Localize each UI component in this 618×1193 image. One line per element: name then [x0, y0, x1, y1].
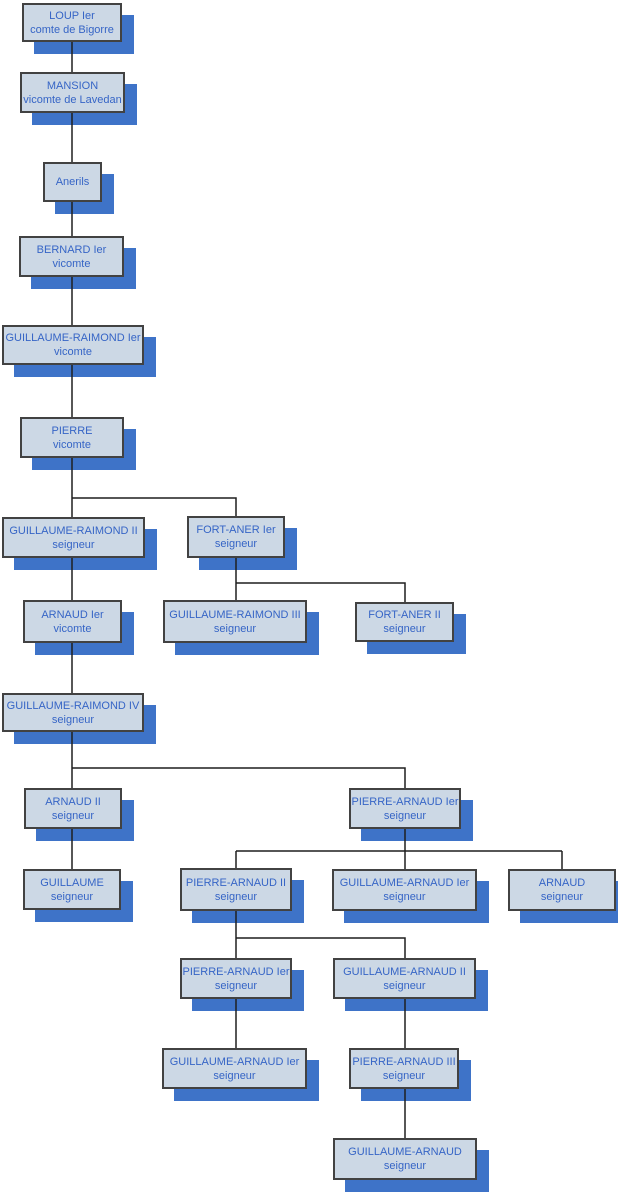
node-title: vicomte — [54, 346, 92, 358]
node-name: PIERRE-ARNAUD Ier — [351, 795, 459, 808]
connector-line — [72, 497, 237, 516]
node-title: seigneur — [383, 623, 426, 635]
node-title: comte de Bigorre — [30, 23, 114, 36]
node-title: seigneur — [52, 538, 95, 551]
node-name: GUILLAUME-ARNAUD — [348, 1146, 462, 1158]
node-name: GUILLAUME-ARNAUD II — [343, 965, 466, 978]
node-name: Anerils — [55, 176, 90, 188]
node-title: seigneur — [50, 890, 94, 903]
tree-node-guillaume-arnaud-1: GUILLAUME-ARNAUD Ier seigneur — [332, 869, 477, 911]
node-name: GUILLAUME-RAIMOND III — [169, 608, 301, 621]
node-title: vicomte — [53, 622, 92, 635]
node-name: ARNAUD Ier — [41, 608, 104, 621]
node-name: PIERRE-ARNAUD Ier — [182, 965, 290, 978]
node-name: PIERRE — [51, 424, 93, 437]
node-title: seigneur — [214, 979, 258, 992]
connector-line — [236, 582, 406, 602]
node-title: seigneur — [383, 1160, 427, 1172]
node-title: seigneur — [383, 809, 427, 822]
node-title: seigneur — [540, 891, 584, 903]
node-title: seigneur — [51, 713, 95, 726]
node-name: ARNAUD II — [45, 795, 101, 808]
node-name: GUILLAUME-RAIMOND IV — [6, 699, 140, 712]
node-title: seigneur — [213, 622, 257, 635]
node-name: MANSION — [46, 79, 99, 92]
node-title: seigneur — [383, 979, 426, 992]
node-title: vicomte de Lavedan — [23, 93, 122, 106]
tree-node-fort-aner-2: FORT-ANER II seigneur — [355, 602, 454, 642]
node-title: seigneur — [383, 891, 426, 903]
node-name: GUILLAUME-ARNAUD Ier — [339, 877, 470, 889]
connector-line — [72, 767, 406, 788]
node-name: PIERRE-ARNAUD II — [185, 876, 287, 889]
node-name: LOUP Ier — [49, 9, 95, 22]
node-title: vicomte — [53, 438, 91, 451]
node-name: GUILLAUME — [40, 876, 104, 889]
connector-line — [236, 937, 406, 958]
node-name: BERNARD Ier — [36, 243, 107, 256]
node-name: GUILLAUME-RAIMOND Ier — [5, 332, 141, 344]
tree-node-anerils: Anerils — [43, 162, 102, 202]
node-title: seigneur — [214, 890, 258, 903]
node-name: PIERRE-ARNAUD III — [352, 1055, 456, 1068]
tree-node-arnaud: ARNAUD seigneur — [508, 869, 616, 911]
node-title: seigneur — [51, 809, 95, 822]
node-title: seigneur — [213, 1069, 256, 1082]
tree-node-guillaume-raimond-1: GUILLAUME-RAIMOND Ier vicomte — [2, 325, 144, 365]
node-name: FORT-ANER II — [368, 609, 441, 621]
tree-node-guillaume-arnaud: GUILLAUME-ARNAUD seigneur — [333, 1138, 477, 1180]
node-title: seigneur — [214, 538, 258, 550]
node-name: GUILLAUME-ARNAUD Ier — [169, 1055, 300, 1068]
node-title: vicomte — [52, 257, 91, 270]
tree-node-fort-aner-1: FORT-ANER Ier seigneur — [187, 516, 285, 558]
node-name: GUILLAUME-RAIMOND II — [9, 524, 138, 537]
node-title: seigneur — [382, 1069, 426, 1082]
node-name: ARNAUD — [538, 877, 586, 889]
node-name: FORT-ANER Ier — [196, 524, 276, 536]
